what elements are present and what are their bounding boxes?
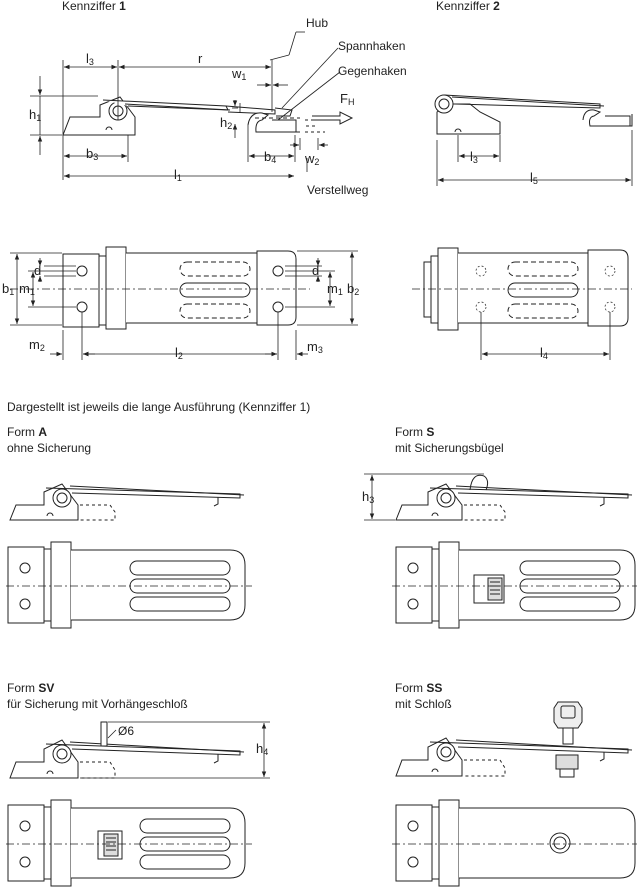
form-a-title: Form A (7, 425, 48, 439)
dim-h3: h3 (362, 489, 375, 505)
header-number: 1 (119, 0, 126, 13)
callout-hub: Hub (306, 16, 329, 30)
form-sv-drawing (6, 721, 270, 887)
dim-w1: w1 (232, 66, 247, 82)
form-ss-title: Form SS (395, 681, 443, 695)
dim-l3-top: l3 (86, 51, 94, 67)
dim-h4: h4 (256, 741, 269, 757)
form-ss-drawing (392, 701, 637, 887)
header-prefix: Kennziffer (436, 0, 494, 13)
dim-b4: b4 (264, 149, 277, 165)
header-kennziffer-2: Kennziffer 2 (436, 0, 500, 13)
dim-b2: b2 (347, 281, 360, 297)
plan-view-kz2 (412, 247, 632, 360)
dim-m2: m2 (29, 337, 45, 353)
header-number: 2 (493, 0, 500, 13)
callout-spannhaken: Spannhaken (338, 39, 406, 53)
note-text: Dargestellt ist jeweils die lange Ausfüh… (7, 400, 311, 414)
dim-m1-left: m1 (19, 281, 35, 297)
form-s-drawing (364, 473, 637, 629)
dim-d-left: d (34, 263, 42, 278)
dim-m1-right: m1 (327, 281, 343, 297)
dim-w2: w2 (305, 151, 320, 167)
header-kennziffer-1: Kennziffer 1 (62, 0, 126, 13)
dim-h2: h2 (220, 115, 233, 131)
plan-view-kz1 (10, 246, 358, 360)
form-s-desc: mit Sicherungsbügel (395, 441, 504, 455)
dim-r: r (198, 51, 203, 66)
form-sv-title: Form SV (7, 681, 55, 695)
callout-gegenhaken: Gegenhaken (338, 64, 407, 78)
callout-verstellweg: Verstellweg (307, 183, 369, 197)
form-s-title: Form S (395, 425, 435, 439)
dim-l5: l5 (530, 170, 538, 186)
dim-b3: b3 (86, 146, 99, 162)
dim-d-right: d (312, 263, 320, 278)
form-sv-desc: für Sicherung mit Vorhängeschloß (7, 697, 188, 711)
header-prefix: Kennziffer (62, 0, 120, 13)
dim-m3: m3 (307, 339, 323, 355)
dim-fh: FH (340, 91, 355, 107)
dim-l3-right: l3 (470, 149, 478, 165)
dim-b1-left: b1 (2, 281, 15, 297)
dim-l1: l1 (174, 167, 182, 183)
dim-l2: l2 (175, 345, 183, 361)
form-a-desc: ohne Sicherung (7, 441, 92, 455)
dim-l4: l4 (540, 345, 548, 361)
form-ss-desc: mit Schloß (395, 697, 452, 711)
side-view-kz1 (30, 31, 354, 180)
side-view-kz2 (434, 94, 633, 186)
dim-d6: Ø6 (118, 724, 135, 738)
form-a-drawing (6, 483, 252, 629)
dim-h1: h1 (29, 107, 42, 123)
